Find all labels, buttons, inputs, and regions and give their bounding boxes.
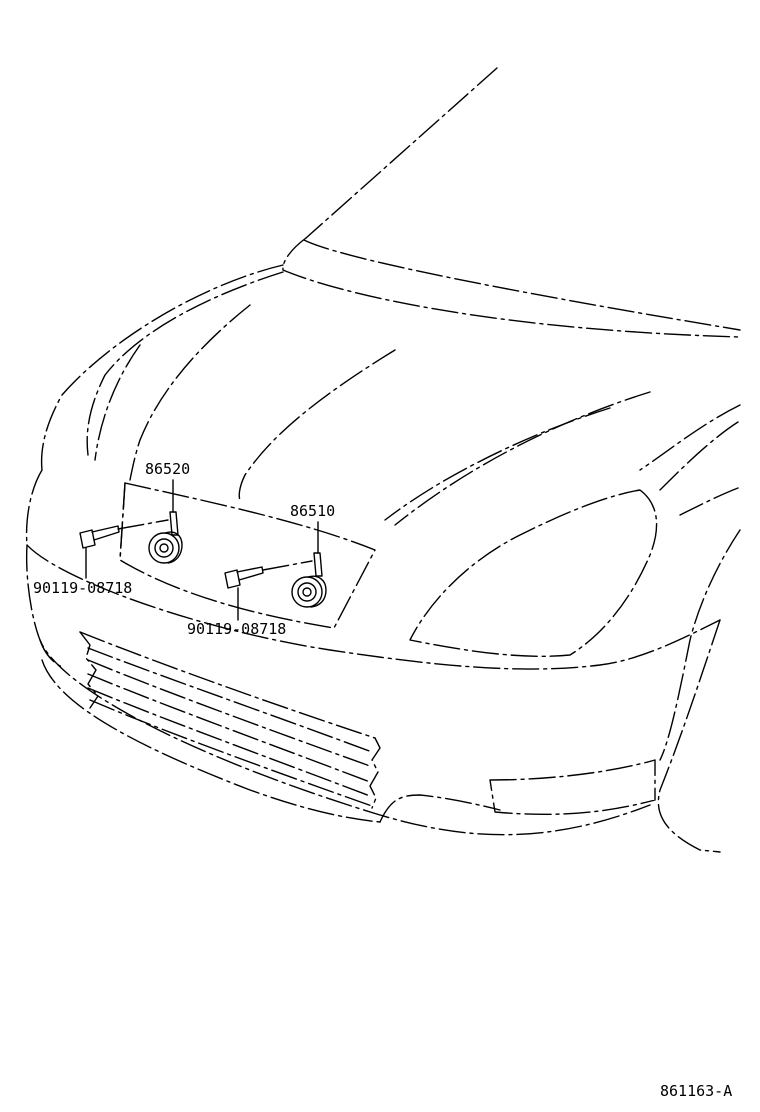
callout-86510: 86510 (290, 502, 336, 520)
bolt-right (224, 560, 313, 589)
horn-86520 (148, 511, 183, 564)
bolt-left (79, 519, 169, 549)
horn-86510 (291, 552, 327, 608)
figure-code: 861163-A (660, 1082, 733, 1100)
callout-86520: 86520 (145, 460, 191, 478)
horn-bracket-panel (119, 482, 376, 629)
callout-bolt-right: 90119-08718 (187, 620, 287, 638)
callout-bolt-left: 90119-08718 (33, 579, 133, 597)
vehicle-body-outline (25, 67, 741, 853)
leader-lines (85, 479, 319, 621)
